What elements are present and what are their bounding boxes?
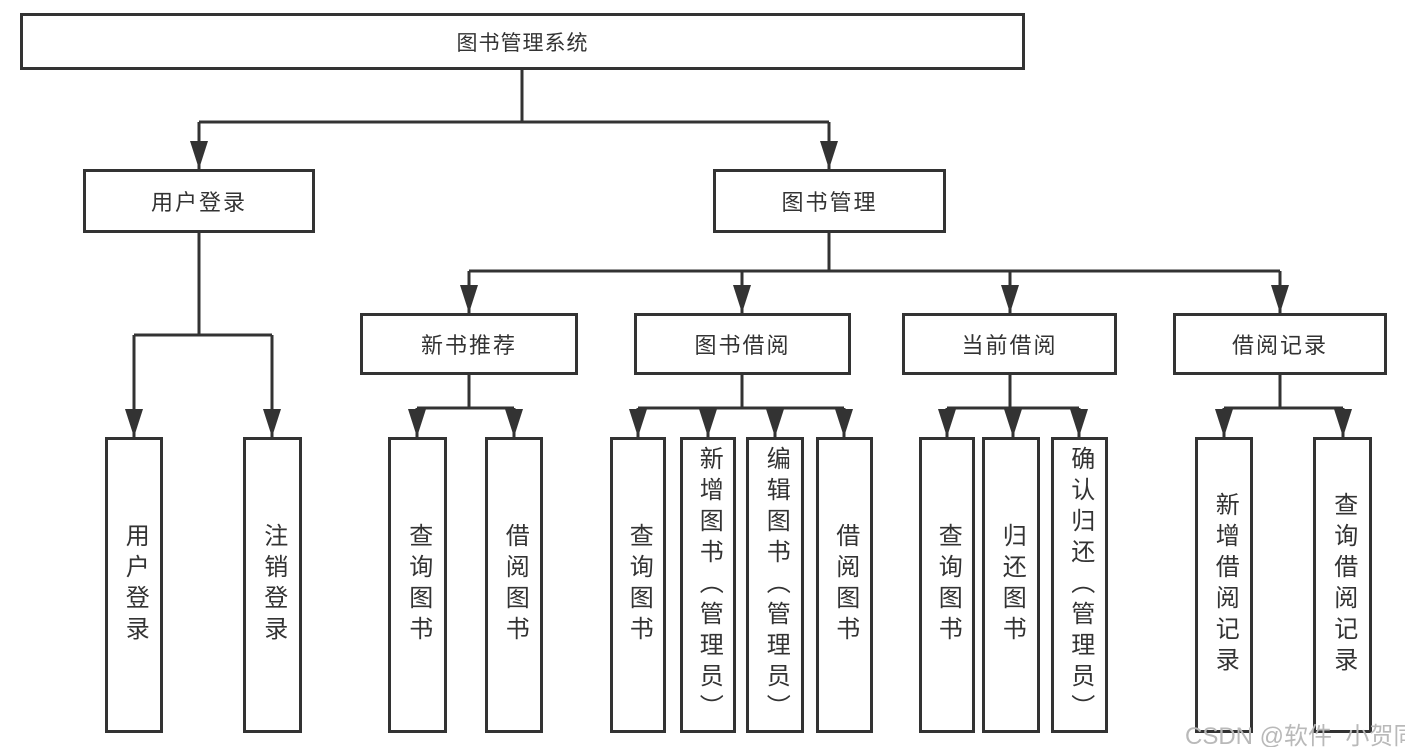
leaf-edit-books-admin: 编辑图书（管理员） — [746, 437, 804, 733]
watermark: CSDN @软件_小贺同学 — [1185, 723, 1405, 747]
leaf-confirm-return-admin: 确认归还（管理员） — [1051, 437, 1108, 733]
arrowhead-icons — [125, 141, 1352, 437]
leaf-query-books-recommend: 查询图书 — [388, 437, 447, 733]
tree-edges — [132, 70, 1345, 437]
node-user-login: 用户登录 — [83, 169, 315, 233]
leaf-add-borrow-record: 新增借阅记录 — [1195, 437, 1253, 733]
node-current-borrow: 当前借阅 — [902, 313, 1117, 375]
node-book-borrow: 图书借阅 — [634, 313, 851, 375]
leaf-borrow-books-recommend: 借阅图书 — [485, 437, 543, 733]
node-new-book-recommend: 新书推荐 — [360, 313, 578, 375]
node-borrow-records: 借阅记录 — [1173, 313, 1387, 375]
leaf-query-borrow-record: 查询借阅记录 — [1313, 437, 1372, 733]
leaf-logout: 注销登录 — [243, 437, 302, 733]
leaf-return-books: 归还图书 — [982, 437, 1040, 733]
node-book-management: 图书管理 — [713, 169, 946, 233]
leaf-query-books-borrow: 查询图书 — [610, 437, 666, 733]
leaf-borrow-books: 借阅图书 — [816, 437, 873, 733]
node-library-management-system: 图书管理系统 — [20, 13, 1025, 70]
leaf-add-books-admin: 新增图书（管理员） — [680, 437, 736, 733]
leaf-query-books-current: 查询图书 — [919, 437, 975, 733]
leaf-user-login: 用户登录 — [105, 437, 163, 733]
